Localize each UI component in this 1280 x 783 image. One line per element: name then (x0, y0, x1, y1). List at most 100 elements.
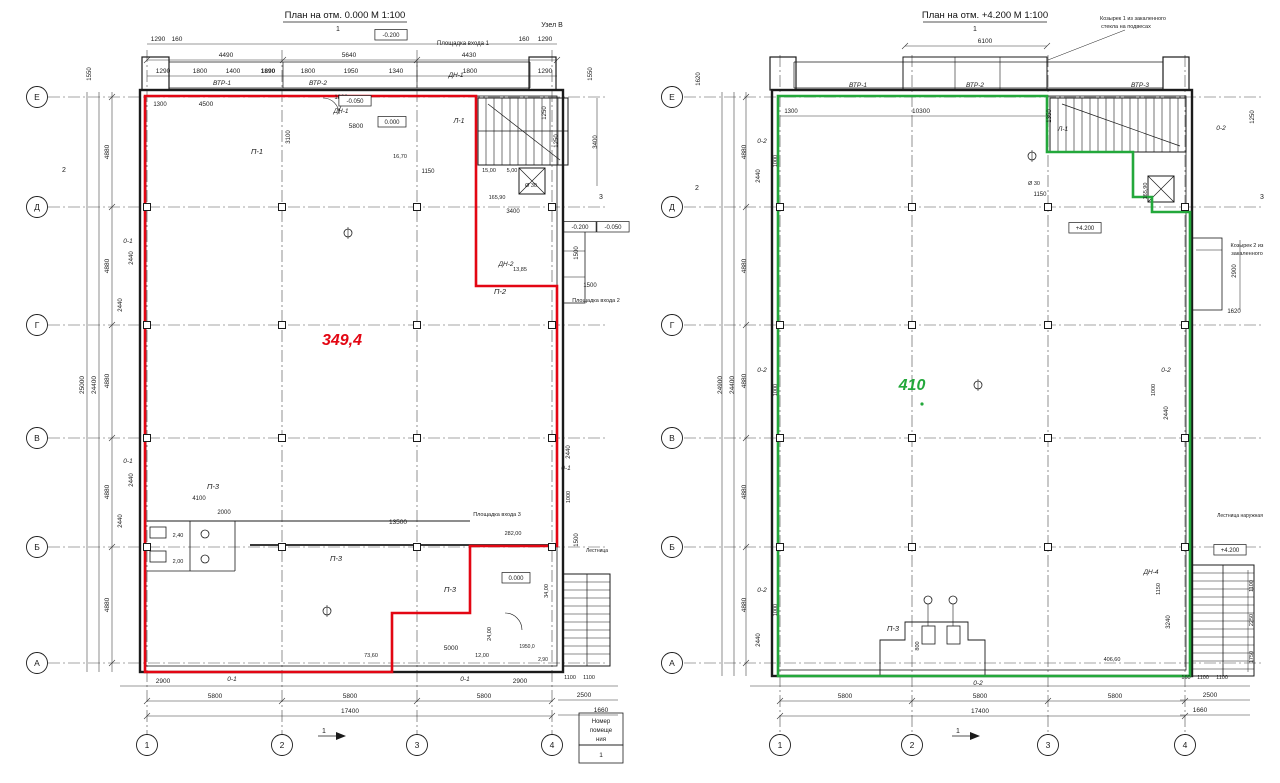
room-tag: П-1 (251, 147, 263, 156)
dim-label: 24,00 (487, 627, 493, 641)
dim-label: 4880 (104, 144, 111, 159)
dim-label: 4880 (741, 258, 748, 273)
dim-label: 5800 (349, 123, 364, 130)
elevation-mark: -0.200 (571, 225, 589, 231)
door-tag: ДН-1 (447, 72, 463, 79)
dim-label: 160 (1181, 675, 1190, 681)
dim-label: 165,90 (1143, 183, 1149, 200)
dim-label: 1300 (784, 109, 798, 115)
column-marker (776, 434, 784, 442)
axis-bubble-1 (136, 734, 158, 756)
axis-bubble-4 (541, 734, 563, 756)
column-marker (1044, 203, 1052, 211)
stairs-top-right (477, 97, 569, 166)
elevation-mark-box (563, 221, 597, 233)
dimension-lines-left (86, 43, 618, 720)
fixture (923, 595, 933, 605)
column-marker (143, 543, 151, 551)
elevation-mark: -0.050 (604, 225, 622, 231)
grid-left (48, 50, 608, 734)
grid-right (684, 55, 1262, 734)
dim-label: 0-2 (973, 680, 983, 687)
dim-label: 1290 (156, 68, 171, 75)
dim-label: 3240 (1166, 615, 1172, 629)
dim-label: 1750 (1249, 651, 1255, 663)
dim-label: 1250 (1250, 110, 1256, 124)
dim-label: 2900 (513, 678, 528, 685)
dim-label: 1950,0 (519, 644, 535, 650)
dim-label: 4880 (741, 373, 748, 388)
dim-label: 1300 (153, 102, 167, 108)
column-marker (143, 434, 151, 442)
column-marker (1181, 434, 1189, 442)
dim-label: 3400 (593, 135, 599, 149)
dim-label: 3100 (286, 130, 292, 144)
dim-label: 73,60 (364, 653, 378, 659)
dim-label: 34,00 (544, 584, 550, 598)
dim-label: 4880 (741, 144, 748, 159)
entry-platform-2-label: Площадка входа 2 (572, 298, 620, 304)
dim-label: 3400 (506, 209, 520, 215)
axis-bubble-label: 2 (280, 740, 285, 750)
dim-label: 1150 (1156, 583, 1162, 595)
stair-tag: Л-1 (452, 118, 464, 125)
dim-label: 10300 (912, 108, 930, 115)
axis-bubble-label: 1 (145, 740, 150, 750)
fixture (200, 554, 210, 564)
dim-label: 1100 (1197, 675, 1209, 681)
section-mark: 2 (695, 185, 699, 192)
dim-label: 1890 (261, 68, 276, 75)
entry-platform-3-label: Площадка входа 3 (473, 512, 521, 518)
dim-label: 0-2 (757, 138, 767, 145)
fixture (948, 595, 958, 605)
column-marker (413, 203, 421, 211)
dim-label: 2500 (577, 692, 592, 699)
dim-label: 4880 (104, 373, 111, 388)
column-marker (1044, 434, 1052, 442)
area-label-right: 410 (898, 377, 926, 394)
dim-label: 2440 (118, 514, 124, 528)
door-tag: ДН-1 (332, 108, 348, 115)
dim-label: 2440 (1164, 406, 1170, 420)
dim-label: 1620 (1227, 309, 1241, 315)
dim-label: 24400 (91, 376, 98, 394)
stair-note: Лестница наружная (1217, 513, 1263, 519)
column-marker (548, 434, 556, 442)
door-swing (504, 612, 523, 631)
axis-bubble-label: А (34, 658, 40, 668)
dim-label: 5800 (973, 693, 988, 700)
column-marker (1181, 543, 1189, 551)
section-mark: 1 (322, 728, 326, 735)
elevation-mark-box (596, 221, 630, 233)
axis-bubble-label: 3 (1046, 740, 1051, 750)
dim-label: 1400 (226, 68, 241, 75)
outer-wall (138, 88, 565, 674)
room-tag: П-2 (494, 287, 507, 296)
measured-area-outline-right (776, 94, 1192, 678)
column-marker (776, 203, 784, 211)
elevation-mark: -0.050 (346, 99, 364, 105)
axis-bubble-Е (26, 86, 48, 108)
dim-label: 4430 (462, 52, 477, 59)
pier-hatched (769, 56, 797, 91)
dim-label: 2440 (118, 298, 124, 312)
axis-bubble-В (661, 427, 683, 449)
door-tag: ДН-4 (1142, 569, 1158, 576)
axis-bubble-label: А (669, 658, 675, 668)
column-marker (413, 321, 421, 329)
dim-label: 2440 (129, 473, 135, 487)
dim-label: 13,85 (513, 267, 527, 273)
section-mark: 3 (599, 194, 603, 201)
axis-bubble-label: 4 (1183, 740, 1188, 750)
plan-title-left: План на отм. 0.000 М 1:100 (285, 10, 406, 21)
room-tag: П-3 (330, 554, 343, 563)
dim-label: 17400 (971, 708, 989, 715)
dim-label: 13500 (389, 519, 407, 526)
room-tag: П-3 (207, 482, 220, 491)
axis-bubble-1 (769, 734, 791, 756)
dim-label: Ø 30 (1028, 181, 1040, 187)
axis-bubble-label: Е (34, 92, 40, 102)
axis-bubble-label: Б (669, 542, 675, 552)
